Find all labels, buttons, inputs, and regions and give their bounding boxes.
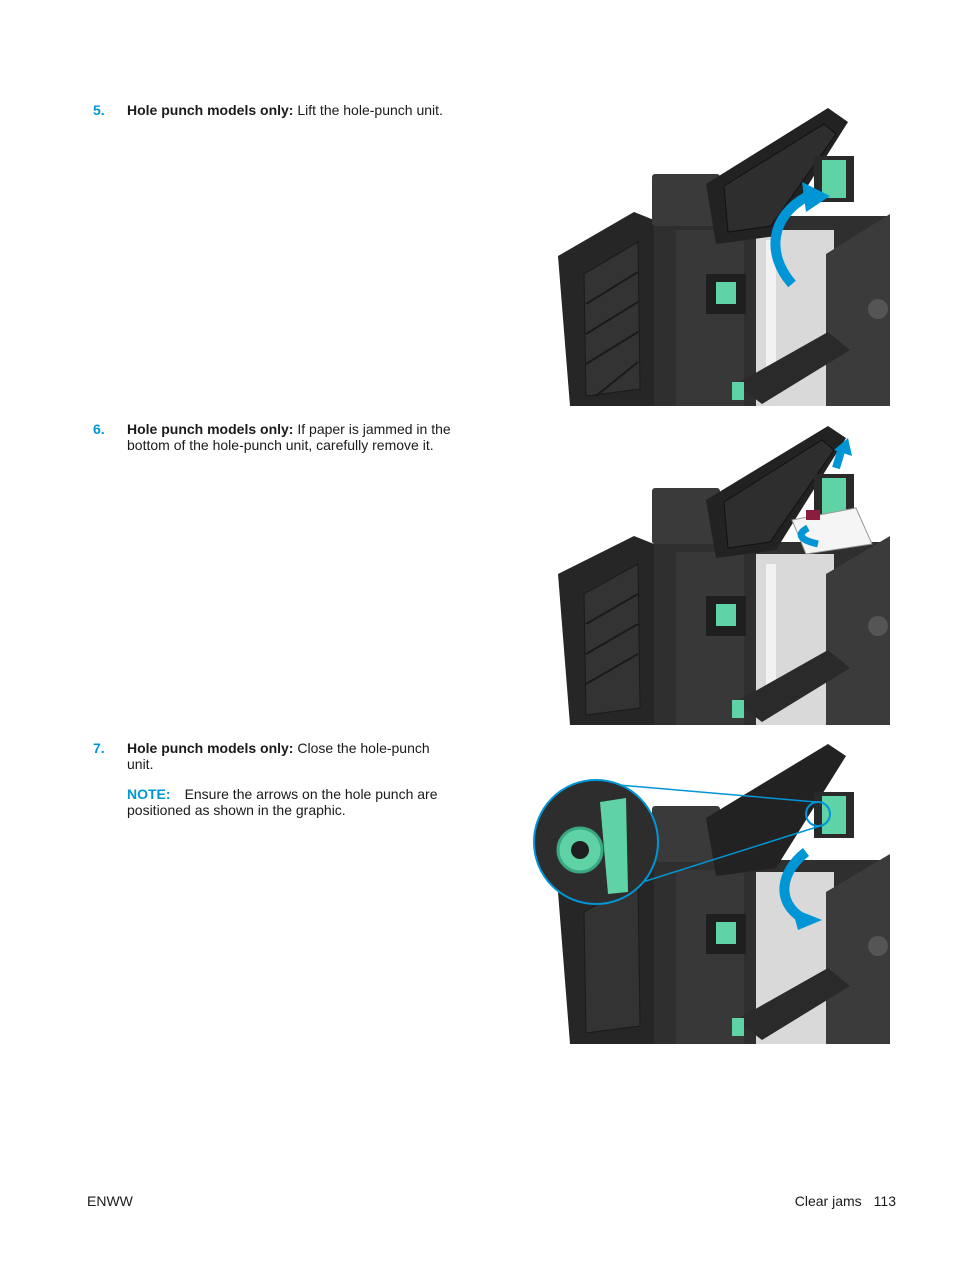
- step-number: 7.: [93, 740, 105, 756]
- step-text: Hole punch models only: If paper is jamm…: [127, 421, 453, 453]
- footer-right: Clear jams 113: [795, 1193, 896, 1209]
- step-number: 5.: [93, 102, 105, 118]
- zoom-detail: [533, 779, 659, 905]
- step-instruction: If paper is jammed in the bottom of the …: [127, 421, 451, 453]
- hp-logo: [868, 936, 888, 956]
- pull-arrow: [797, 524, 819, 548]
- note-text: Ensure the arrows on the hole punch are …: [127, 786, 438, 818]
- green-latch: [716, 604, 736, 626]
- step-instruction: Close the hole-punch unit.: [127, 740, 430, 772]
- page-number: 113: [873, 1193, 896, 1209]
- green-latch: [716, 922, 736, 944]
- hp-logo: [868, 299, 888, 319]
- step-instruction: Lift the hole-punch unit.: [293, 102, 443, 118]
- top-cover: [706, 744, 846, 876]
- step-number: 6.: [93, 421, 105, 437]
- step-text: Hole punch models only: Lift the hole-pu…: [127, 102, 453, 118]
- hp-logo: [868, 616, 888, 636]
- note-label: NOTE:: [127, 786, 171, 802]
- step-text: Hole punch models only: Close the hole-p…: [127, 740, 453, 818]
- step-lead: Hole punch models only:: [127, 102, 294, 118]
- step-lead: Hole punch models only:: [127, 740, 294, 756]
- step-5: 5. Hole punch models only: Lift the hole…: [93, 102, 453, 118]
- figure-close-hole-punch: [533, 744, 890, 1044]
- hole-punch-unit: [822, 796, 846, 834]
- step-7: 7. Hole punch models only: Close the hol…: [93, 740, 453, 818]
- note: NOTE:Ensure the arrows on the hole punch…: [127, 786, 453, 818]
- green-latch: [716, 282, 736, 304]
- hole-punch-unit: [822, 160, 846, 198]
- lift-arrow: [770, 191, 811, 288]
- figure-remove-paper: [558, 426, 890, 725]
- footer-left: ENWW: [87, 1193, 133, 1209]
- figure-lift-hole-punch: [558, 108, 890, 406]
- footer-section: Clear jams: [794, 1193, 862, 1209]
- step-lead: Hole punch models only:: [127, 421, 294, 437]
- step-6: 6. Hole punch models only: If paper is j…: [93, 421, 453, 453]
- hole-punch-unit: [822, 478, 846, 514]
